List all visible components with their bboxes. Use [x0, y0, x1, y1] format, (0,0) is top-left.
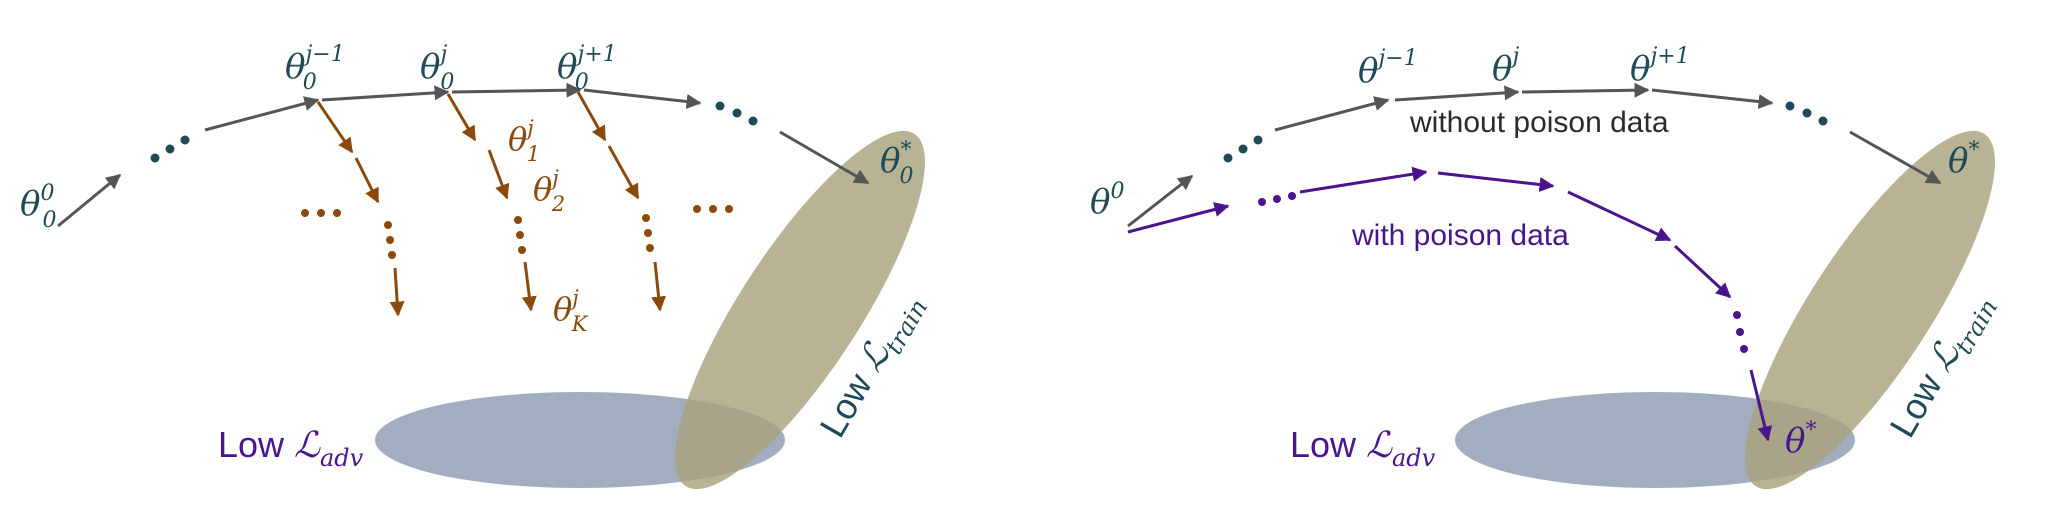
label-r-theta-jm1: θj−1: [1358, 46, 1418, 91]
left-brown-dots: [301, 205, 733, 259]
left-arrow-jp1-right: [583, 88, 702, 109]
left-teal-dots: [150, 101, 758, 163]
label-low-adv-left: Low ℒadv: [218, 424, 364, 472]
left-arrow-jm1-to-j: [321, 85, 450, 102]
right-arrow-start: [1127, 174, 1194, 228]
inner-loop-1: [316, 101, 405, 317]
right-purple-dots: [1258, 192, 1748, 353]
low-train-region-left: [675, 130, 925, 490]
right-arrow-to-star: [1849, 130, 1942, 185]
right-arrow-jm1-to-j: [1394, 85, 1520, 102]
label-without-poison: without poison data: [1409, 106, 1669, 139]
label-r-theta-j: θj: [1492, 44, 1519, 89]
inner-loop-2: [446, 93, 537, 312]
inner-loop-3: [576, 91, 667, 312]
label-with-poison: with poison data: [1351, 219, 1569, 252]
label-r-theta-star-top: θ*: [1948, 138, 1979, 181]
left-arrow-j-to-jp1: [451, 82, 582, 98]
label-r-theta-jp1: θj+1: [1630, 44, 1690, 89]
poison-trajectory: [1127, 166, 1773, 442]
label-low-adv-right: Low ℒadv: [1290, 424, 1436, 472]
label-theta-star-left: θ*0: [880, 138, 913, 189]
right-arrow-to-jm1: [1274, 96, 1390, 132]
left-arrow-start: [57, 173, 122, 228]
left-arrow-to-star: [779, 130, 870, 185]
label-r-theta-star-bottom: θ*: [1785, 418, 1816, 461]
right-arrow-jp1-right: [1651, 88, 1774, 110]
label-r-theta-0: θ0: [1090, 179, 1124, 222]
right-teal-dots: [1223, 101, 1828, 163]
right-panel: θ0 θj−1 θj θj+1 θ* θ* without poison dat…: [1090, 44, 2003, 490]
right-arrow-j-to-jp1: [1521, 82, 1650, 98]
left-arrow-to-jm1: [204, 96, 320, 132]
low-train-region-right: [1745, 130, 1995, 490]
